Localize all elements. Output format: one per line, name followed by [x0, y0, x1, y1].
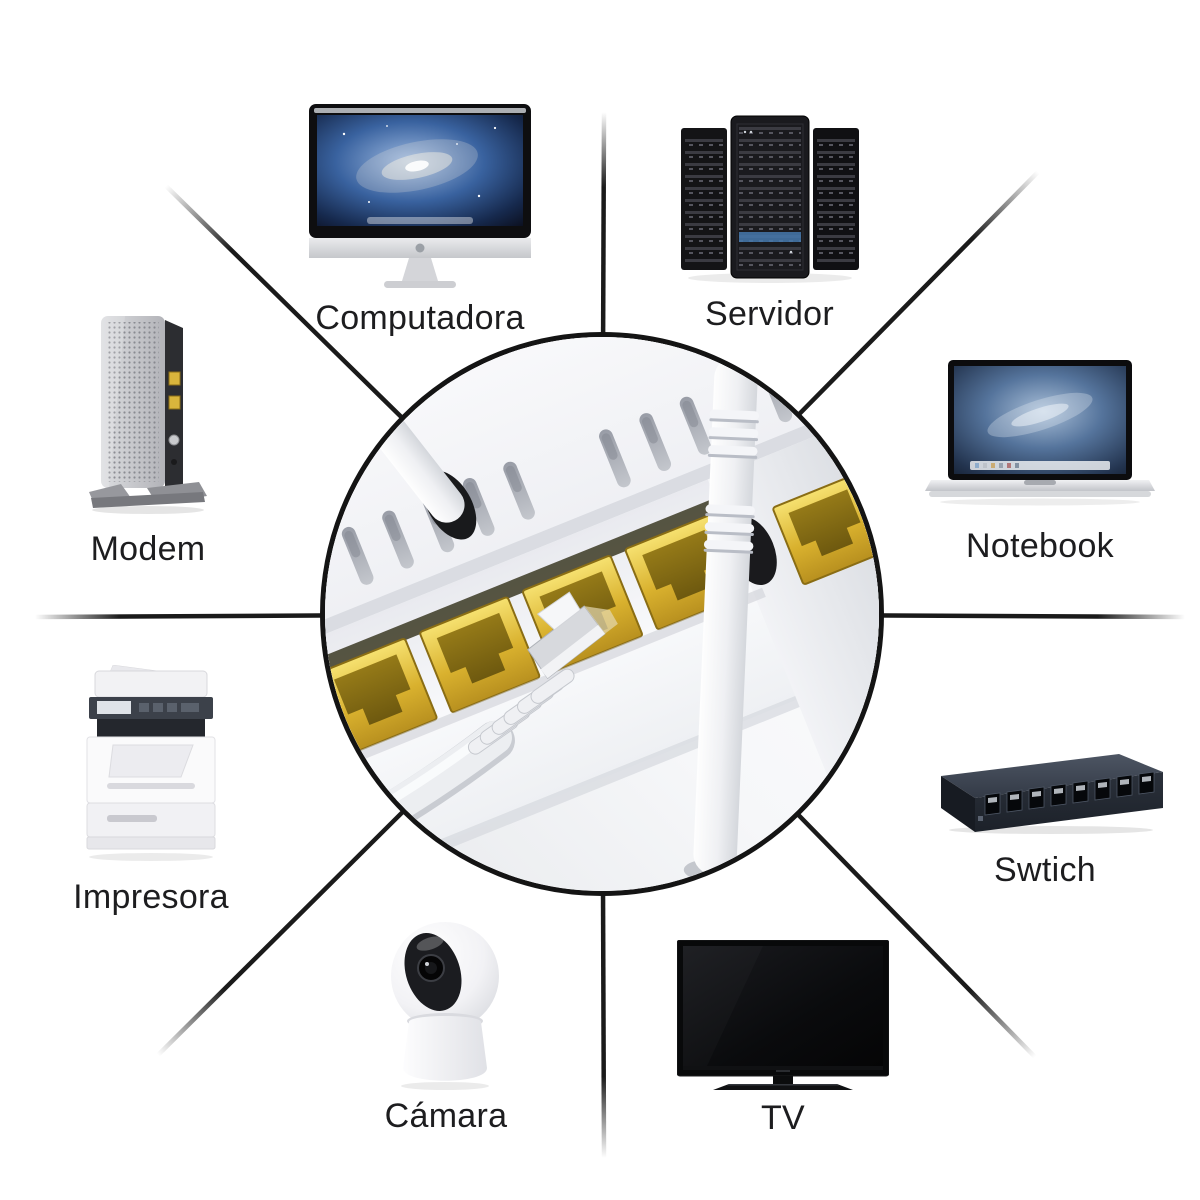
device-impresora: Impresora [72, 664, 230, 916]
printer-icon [77, 664, 225, 873]
device-swtich: Swtich [920, 750, 1170, 889]
device-label: Cámara [384, 1097, 508, 1135]
imac-desktop-icon [309, 104, 531, 288]
device-computadora: Computadora [295, 104, 545, 337]
device-tv: TV [676, 939, 890, 1137]
device-label: Swtich [994, 851, 1096, 889]
router-hub [320, 332, 884, 896]
ethernet-switch-icon [923, 750, 1168, 834]
device-label: TV [760, 1099, 806, 1137]
ip-camera-icon [365, 918, 527, 1090]
cable-modem-icon [87, 310, 209, 515]
device-notebook: Notebook [925, 360, 1155, 565]
device-label: Notebook [966, 527, 1114, 565]
device-label: Impresora [73, 878, 229, 916]
server-towers-icon [679, 112, 861, 284]
device-modem: Modem [84, 310, 212, 568]
device-label: Servidor [704, 295, 834, 333]
device-label: Modem [90, 530, 206, 568]
television-icon [676, 939, 890, 1090]
router-closeup-photo [325, 337, 879, 891]
macbook-laptop-icon [925, 360, 1155, 506]
device-servidor: Servidor [672, 112, 867, 333]
device-camara: Cámara [362, 918, 530, 1135]
device-label: Computadora [315, 299, 525, 337]
